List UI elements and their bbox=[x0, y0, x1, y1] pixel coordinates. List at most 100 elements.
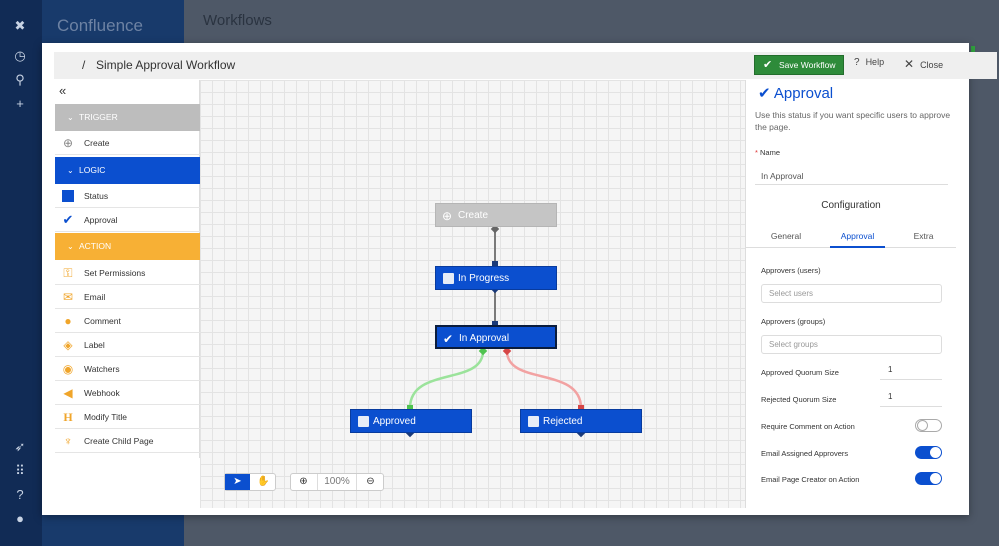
app-switcher-icon[interactable]: ⠿ bbox=[15, 463, 25, 478]
panel-title: ✔ Approval bbox=[758, 84, 833, 102]
node-label: Rejected bbox=[543, 416, 583, 427]
toggle-knob bbox=[917, 420, 928, 431]
toggle-knob bbox=[930, 473, 941, 484]
close-icon: ✕ bbox=[904, 57, 915, 71]
panel-description: Use this status if you want specific use… bbox=[755, 110, 951, 132]
comment-icon: ● bbox=[64, 314, 72, 328]
palette-item-label: Watchers bbox=[84, 364, 120, 374]
palette-item-approval[interactable]: ✔Approval bbox=[55, 208, 200, 232]
connectors bbox=[405, 224, 586, 438]
approved-quorum-label: Approved Quorum Size bbox=[761, 368, 839, 377]
palette-item-status[interactable]: Status bbox=[55, 184, 200, 208]
child-page-icon: ♆ bbox=[63, 434, 73, 448]
palette-item-label: Webhook bbox=[84, 388, 120, 398]
breadcrumb-separator: / bbox=[82, 58, 86, 72]
approvers-groups-label: Approvers (groups) bbox=[761, 317, 826, 326]
tab-extra[interactable]: Extra bbox=[913, 231, 934, 241]
search-icon[interactable]: ⚲ bbox=[15, 72, 25, 87]
section-action-label: ACTION bbox=[79, 241, 112, 251]
palette-item-webhook[interactable]: ◀Webhook bbox=[55, 381, 200, 405]
collapse-palette-icon[interactable]: « bbox=[59, 83, 67, 98]
node-label: Approved bbox=[373, 416, 416, 427]
palette-item-create-child-page[interactable]: ♆Create Child Page bbox=[55, 429, 200, 453]
node-create[interactable]: ⊕Create bbox=[435, 203, 557, 227]
close-button[interactable]: ✕Close bbox=[904, 57, 943, 71]
select-tool-button[interactable]: ➤ bbox=[225, 474, 250, 490]
help-icon[interactable]: ? bbox=[16, 487, 24, 502]
port[interactable] bbox=[407, 405, 413, 411]
palette-item-label: Status bbox=[84, 191, 109, 201]
configuration-title: Configuration bbox=[821, 200, 881, 211]
palette-item-label: Approval bbox=[84, 215, 118, 225]
palette-item-set-permissions[interactable]: ⚿Set Permissions bbox=[55, 261, 200, 285]
port[interactable] bbox=[492, 261, 498, 267]
zoom-in-button[interactable]: ⊕ bbox=[291, 474, 316, 490]
chevron-down-icon: ⌄ bbox=[67, 242, 74, 251]
properties-panel: ✔ Approval Use this status if you want s… bbox=[745, 80, 956, 508]
tab-approval[interactable]: Approval bbox=[830, 224, 885, 248]
help-button[interactable]: ?Help bbox=[854, 57, 884, 68]
rejected-quorum-label: Rejected Quorum Size bbox=[761, 395, 837, 404]
approved-quorum-input[interactable]: 1 bbox=[880, 365, 942, 380]
node-in-progress[interactable]: In Progress bbox=[435, 266, 557, 290]
confluence-logo-icon[interactable]: ✖ bbox=[14, 18, 26, 33]
square-icon bbox=[60, 188, 76, 204]
pan-tool-button[interactable]: ✋ bbox=[251, 474, 276, 490]
node-rejected[interactable]: Rejected bbox=[520, 409, 642, 433]
palette-item-create[interactable]: ⊕Create bbox=[55, 131, 200, 155]
zoom-toolbar: ⊕ 100% ⊖ bbox=[290, 473, 384, 491]
name-label: * Name bbox=[755, 148, 780, 157]
require-comment-label: Require Comment on Action bbox=[761, 422, 855, 431]
email-approvers-label: Email Assigned Approvers bbox=[761, 449, 849, 458]
email-approvers-toggle[interactable] bbox=[915, 446, 942, 459]
approvers-users-label: Approvers (users) bbox=[761, 266, 821, 275]
palette-item-label: Email bbox=[84, 292, 106, 302]
node-in-approval[interactable]: ✔In Approval bbox=[435, 325, 557, 349]
rejected-quorum-input[interactable]: 1 bbox=[880, 392, 942, 407]
palette-item-comment[interactable]: ●Comment bbox=[55, 309, 200, 333]
section-trigger-label: TRIGGER bbox=[79, 112, 118, 122]
node-approved[interactable]: Approved bbox=[350, 409, 472, 433]
app-brand: Confluence bbox=[57, 16, 144, 35]
port[interactable] bbox=[578, 405, 584, 411]
name-input[interactable]: In Approval bbox=[755, 167, 948, 185]
modal-header: / Simple Approval Workflow ✔ Save Workfl… bbox=[54, 52, 997, 79]
block-palette: « ⌄TRIGGER ⊕Create ⌄LOGIC Status ✔Approv… bbox=[55, 80, 200, 458]
port[interactable] bbox=[492, 321, 498, 327]
require-comment-toggle[interactable] bbox=[915, 419, 942, 432]
section-trigger[interactable]: ⌄TRIGGER bbox=[55, 104, 200, 131]
palette-item-label: Set Permissions bbox=[84, 268, 146, 278]
panel-title-text: Approval bbox=[773, 85, 834, 102]
tab-general[interactable]: General bbox=[770, 231, 802, 241]
heading-icon: H bbox=[63, 410, 73, 424]
workflow-canvas[interactable]: ⊕Create In Progress ✔In Approval Approve… bbox=[200, 80, 745, 508]
avatar[interactable]: ● bbox=[16, 511, 24, 526]
section-logic-label: LOGIC bbox=[79, 165, 106, 175]
square-icon bbox=[358, 416, 369, 427]
pointer-icon: ➤ bbox=[233, 476, 242, 487]
save-workflow-button[interactable]: ✔ Save Workflow bbox=[754, 55, 844, 75]
rocket-icon[interactable]: ➶ bbox=[14, 439, 26, 454]
recent-icon[interactable]: ◷ bbox=[14, 48, 26, 63]
section-action[interactable]: ⌄ ACTION bbox=[55, 233, 200, 260]
plus-circle-icon: ⊕ bbox=[62, 136, 74, 150]
zoom-out-button[interactable]: ⊖ bbox=[358, 474, 383, 490]
checkmark-icon: ✔ bbox=[758, 85, 771, 102]
palette-item-label[interactable]: ◈Label bbox=[55, 333, 200, 357]
create-plus-icon[interactable]: + bbox=[16, 96, 24, 111]
checkmark-icon: ✔ bbox=[443, 332, 454, 346]
approvers-users-input[interactable]: Select users bbox=[761, 284, 942, 303]
save-workflow-label: Save Workflow bbox=[779, 60, 836, 70]
approvers-groups-input[interactable]: Select groups bbox=[761, 335, 942, 354]
node-label: In Progress bbox=[458, 273, 510, 284]
hand-icon: ✋ bbox=[257, 476, 270, 487]
plus-circle-icon: ⊕ bbox=[442, 209, 453, 223]
connector-reject bbox=[505, 350, 583, 409]
palette-item-email[interactable]: ✉ Email bbox=[55, 285, 200, 309]
question-icon: ? bbox=[854, 57, 860, 68]
email-creator-toggle[interactable] bbox=[915, 472, 942, 485]
palette-item-watchers[interactable]: ◉Watchers bbox=[55, 357, 200, 381]
section-logic[interactable]: ⌄LOGIC bbox=[55, 157, 200, 184]
envelope-icon: ✉ bbox=[62, 290, 74, 304]
